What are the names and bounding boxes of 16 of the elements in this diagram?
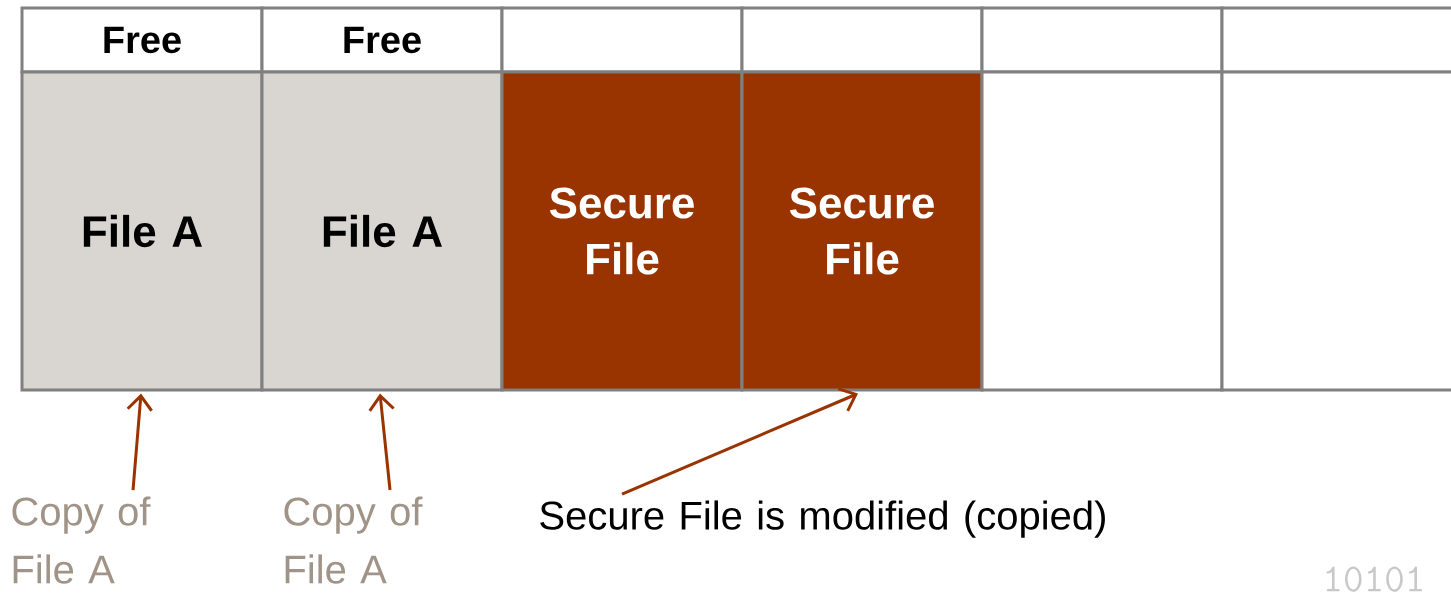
header-cell: Free [260,6,504,74]
callout-text: Copy of File A [284,496,423,584]
callout-text: Secure File is modified (copied) [540,500,1105,538]
header-cell [1220,6,1451,74]
header-cell: Free [20,6,264,74]
storage-block: File A [260,70,504,392]
header-cell [500,6,744,74]
arrow [621,387,858,496]
callout-text: Copy of File A [12,496,151,584]
storage-block: File A [20,70,264,392]
header-cell [740,6,984,74]
arrow [126,393,153,491]
storage-block: Secure File [500,70,744,392]
arrow [368,393,395,491]
storage-block: Secure File [740,70,984,392]
header-cell [980,6,1224,74]
